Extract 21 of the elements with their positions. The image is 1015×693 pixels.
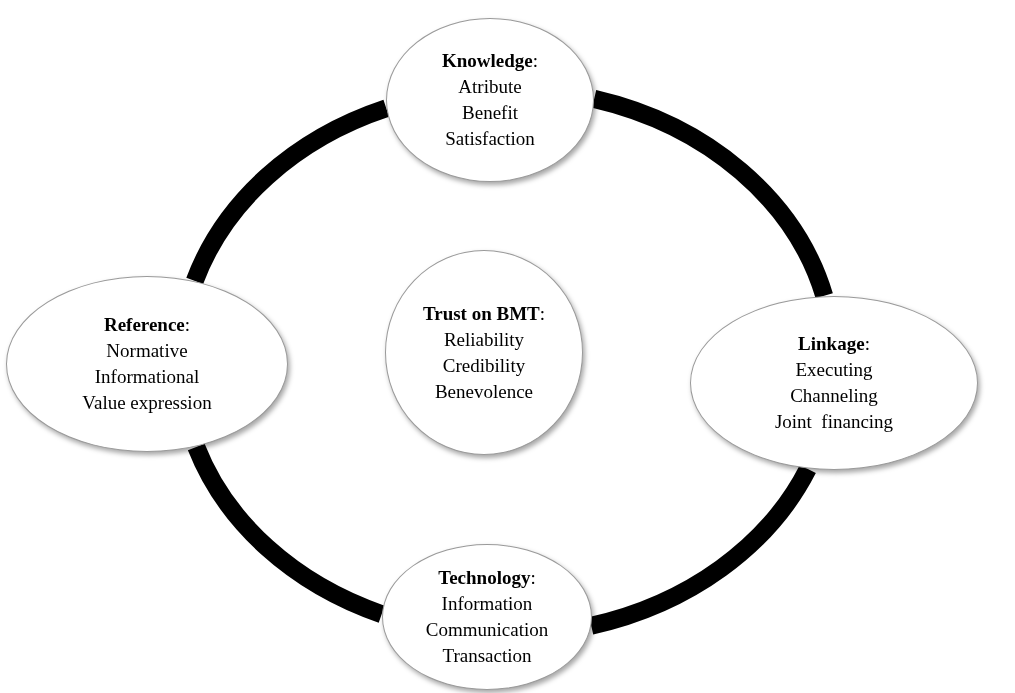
node-item: Transaction <box>442 644 532 668</box>
node-item: Channeling <box>790 384 878 408</box>
node-item: Benevolence <box>434 379 534 404</box>
node-item: Normative <box>106 339 188 363</box>
node-item: Reliability <box>443 327 525 352</box>
node-item: Informational <box>94 365 200 389</box>
node-heading: Reference: <box>103 313 191 337</box>
ring-connector <box>186 99 390 285</box>
node-item: Communication <box>425 618 549 642</box>
node-item: Information <box>441 592 533 616</box>
node-item: Benefit <box>462 101 518 125</box>
node-item: Joint financing <box>774 410 894 434</box>
node-item: Value expression <box>82 391 212 415</box>
node-item: Atribute <box>458 75 522 99</box>
node-item: Credibility <box>442 353 526 378</box>
node-heading: Trust on BMT: <box>422 301 546 326</box>
node-item: Executing <box>795 358 873 382</box>
node-heading: Technology: <box>438 566 536 590</box>
node-heading: Knowledge: <box>441 49 539 73</box>
node-item: Satisfaction <box>445 127 535 151</box>
node-heading: Linkage: <box>798 332 870 356</box>
